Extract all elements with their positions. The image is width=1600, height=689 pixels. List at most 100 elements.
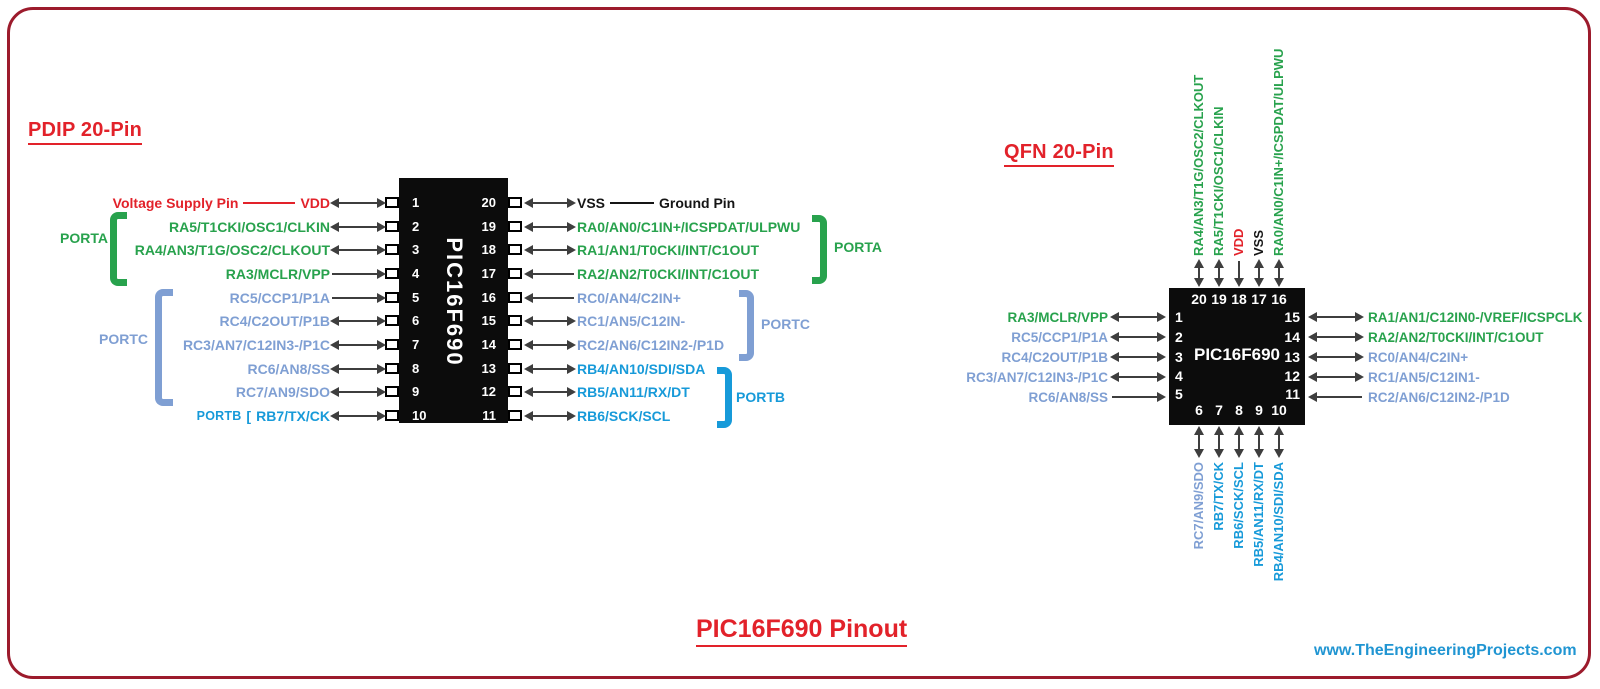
pdip-pin17-row: RA2/AN2/T0CKI/INT/C1OUT xyxy=(577,265,759,283)
arrow xyxy=(1214,426,1224,458)
pdip-pin12-row: RB5/AN11/RX/DT xyxy=(577,383,690,401)
pin-label: RC7/AN9/SDO xyxy=(1191,462,1206,550)
website-link: www.TheEngineeringProjects.com xyxy=(1314,642,1577,659)
pin-label: RA5/T1CKI/OSC1/CLKIN xyxy=(168,219,330,235)
pin-label: RA0/AN0/C1IN+/ICSPDAT/ULPWU xyxy=(1271,48,1286,256)
pin-pad xyxy=(385,221,399,232)
pin-number: 5 xyxy=(412,290,420,305)
pdip-pin18-row: RA1/AN1/T0CKI/INT/C1OUT xyxy=(577,241,759,259)
pin-number: 5 xyxy=(1175,386,1183,402)
pin-number: 2 xyxy=(1175,329,1183,345)
pin-number: 18 xyxy=(1231,291,1247,307)
pdip-pin6-row: RC4/C2OUT/P1B xyxy=(220,312,330,330)
arrow xyxy=(330,411,386,421)
pin-label: RC7/AN9/SDO xyxy=(235,384,330,400)
qfn-pin3-row: RC4/C2OUT/P1B xyxy=(1001,348,1108,366)
qfn-pin1-row: RA3/MCLR/VPP xyxy=(1007,308,1108,326)
pin-number: 14 xyxy=(481,337,496,352)
qfn-pin15-row: RA1/AN1/C12IN0-/VREF/ICSPCLK xyxy=(1368,308,1583,326)
pdip-pin4-row: RA3/MCLR/VPP xyxy=(226,265,330,283)
pin-number: 4 xyxy=(412,266,420,281)
arrow xyxy=(1112,392,1166,402)
pin-label: RC0/AN4/C2IN+ xyxy=(1368,349,1469,365)
pin-number: 14 xyxy=(1284,329,1300,345)
arrow xyxy=(524,293,574,303)
pin-label: RC1/AN5/C12IN- xyxy=(577,313,686,329)
portb-inline-bracket: [ xyxy=(246,408,252,424)
pin-pad xyxy=(508,244,522,255)
arrow xyxy=(330,387,386,397)
qfn-chip-body xyxy=(1169,288,1305,425)
pin-number: 7 xyxy=(412,337,420,352)
pin-label: RC2/AN6/C12IN2-/P1D xyxy=(577,337,725,353)
pin-label: RA2/AN2/T0CKI/INT/C1OUT xyxy=(1368,329,1544,345)
arrow xyxy=(524,411,576,421)
portb-bracket-right xyxy=(717,367,732,428)
pin-number: 8 xyxy=(1235,402,1243,418)
pdip-pin10-row: PORTB [ RB7/TX/CK xyxy=(197,407,330,425)
pin-pad xyxy=(508,410,522,421)
pin-number: 7 xyxy=(1215,402,1223,418)
pin-number: 10 xyxy=(412,408,427,423)
pin-number: 10 xyxy=(1271,402,1287,418)
porta-bracket-right xyxy=(812,215,827,284)
arrow xyxy=(330,222,386,232)
porta-label-left: PORTA xyxy=(60,230,108,246)
pin-label: RC5/CCP1/P1A xyxy=(1011,329,1108,345)
arrow xyxy=(524,340,576,350)
qfn-pin2-row: RC5/CCP1/P1A xyxy=(1011,328,1108,346)
pin-number: 12 xyxy=(481,384,496,399)
pin-label: RA3/MCLR/VPP xyxy=(225,266,330,282)
pin-number: 19 xyxy=(481,219,496,234)
pin-label: RA1/AN1/T0CKI/INT/C1OUT xyxy=(577,242,760,258)
pin-number: 11 xyxy=(1285,386,1300,402)
pdip-pin9-row: RC7/AN9/SDO xyxy=(236,383,330,401)
pdip-pin8-row: RC6/AN8/SS xyxy=(248,360,330,378)
pin-pad xyxy=(508,315,522,326)
pin-label: RC6/AN8/SS xyxy=(1028,389,1108,405)
pin-label: RC6/AN8/SS xyxy=(247,361,330,377)
pdip-pin5-row: RC5/CCP1/P1A xyxy=(230,289,330,307)
pin-label: RC5/CCP1/P1A xyxy=(229,290,330,306)
arrow xyxy=(1308,392,1362,402)
arrow xyxy=(1214,259,1224,287)
pin-label: VSS xyxy=(1251,229,1266,256)
pin-number: 8 xyxy=(412,361,420,376)
pin-label: RA4/AN3/T1G/OSC2/CLKOUT xyxy=(1191,74,1206,256)
qfn-pin13-row: RC0/AN4/C2IN+ xyxy=(1368,348,1468,366)
arrow xyxy=(1234,261,1244,287)
pin-number: 3 xyxy=(412,242,420,257)
pdip-pin14-row: RC2/AN6/C12IN2-/P1D xyxy=(577,336,724,354)
pin-number: 13 xyxy=(481,361,496,376)
pin-pad xyxy=(508,268,522,279)
arrow xyxy=(330,316,386,326)
pin-annotation: Ground Pin xyxy=(659,195,736,211)
pin-number: 13 xyxy=(1284,349,1300,365)
pdip-pin11-row: RB6/SCK/SCL xyxy=(577,407,670,425)
arrow xyxy=(524,269,574,279)
arrow xyxy=(330,364,386,374)
pin-number: 6 xyxy=(1195,402,1203,418)
pin-pad xyxy=(385,197,399,208)
pin-label: RB4/AN10/SDI/SDA xyxy=(577,361,706,377)
pdip-pin13-row: RB4/AN10/SDI/SDA xyxy=(577,360,705,378)
pin-number: 18 xyxy=(481,242,496,257)
pin-annotation: Voltage Supply Pin xyxy=(112,195,239,211)
arrow xyxy=(1308,332,1364,342)
pin-label: RA3/MCLR/VPP xyxy=(1007,309,1108,325)
pin-label: RC3/AN7/C12IN3-/P1C xyxy=(182,337,330,353)
pin-label: RA5/T1CKI/OSC1/CLKIN xyxy=(1211,106,1226,256)
arrow xyxy=(524,316,576,326)
pin-label: RC0/AN4/C2IN+ xyxy=(577,290,681,306)
pin-number: 16 xyxy=(1271,291,1287,307)
pin-label: VDD xyxy=(300,195,330,211)
arrow xyxy=(524,222,576,232)
pin-number: 17 xyxy=(481,266,496,281)
qfn-pin12-row: RC1/AN5/C12IN1- xyxy=(1368,368,1480,386)
pin-pad xyxy=(508,197,522,208)
qfn-pin4-row: RC3/AN7/C12IN3-/P1C xyxy=(966,368,1108,386)
pin-number: 19 xyxy=(1211,291,1227,307)
arrow xyxy=(1308,352,1364,362)
arrow xyxy=(1194,259,1204,287)
